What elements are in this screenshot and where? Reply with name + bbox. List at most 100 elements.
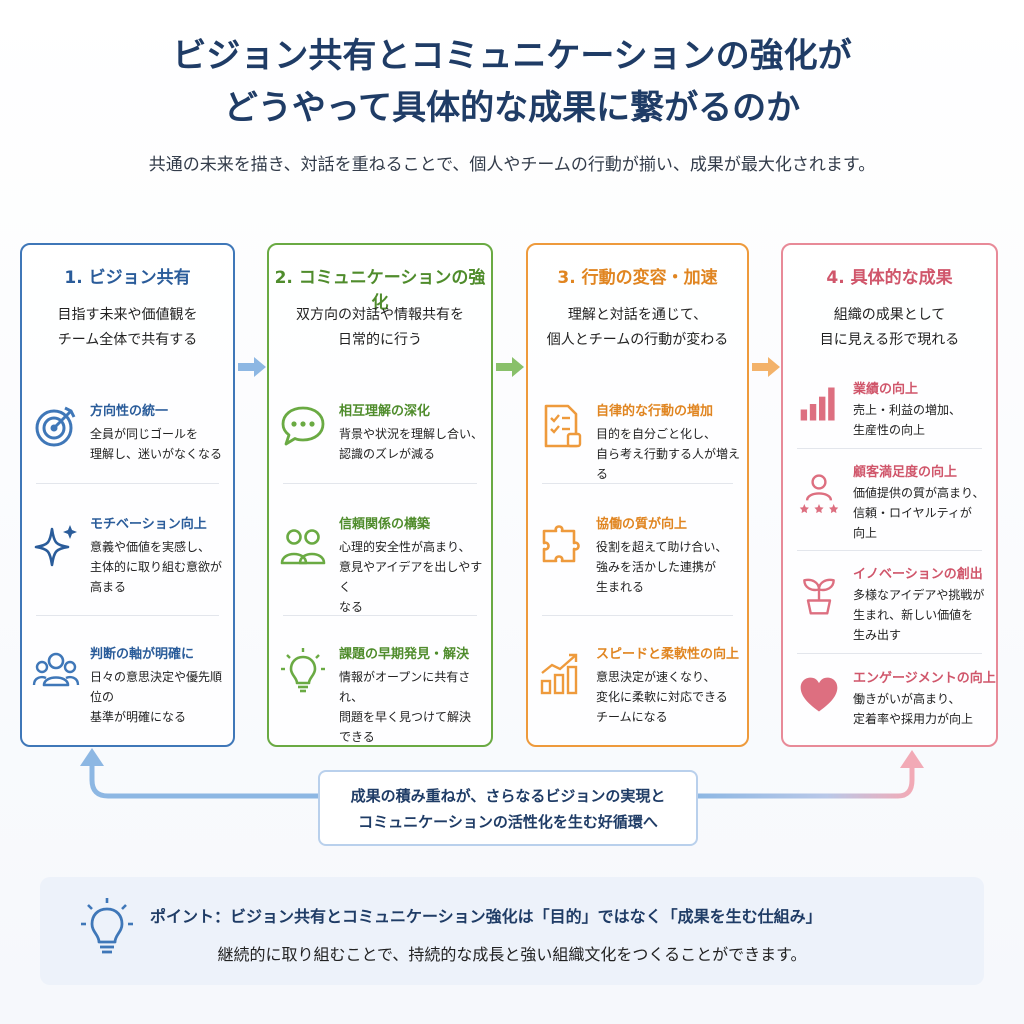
sparkle-icon [34,525,77,567]
item-body: 多様なアイデアや挑戦が 生まれ、新しい価値を 生み出す [853,585,984,645]
item-body-line: 生まれ、新しい価値を [853,608,974,622]
key-point-title: ポイント：ビジョン共有とコミュニケーション強化は「目的」ではなく「成果を生む仕組… [150,907,822,926]
item-title: イノベーションの創出 [853,567,983,582]
checklist-icon [544,404,582,448]
item-body-line: 多様なアイデアや挑戦が [853,588,985,602]
column-description-line: チーム全体で共有する [57,332,198,348]
column-behavior-change: 3. 行動の変容・加速 理解と対話を通じて、 個人とチームの行動が変わる 自律的… [526,243,749,747]
item-body-line: 背景や状況を理解し合い、 [339,427,484,441]
item-title: エンゲージメントの向上 [853,671,996,686]
virtuous-cycle-box: 成果の積み重ねが、さらなるビジョンの実現と コミュニケーションの活性化を生む好循… [318,770,698,846]
item-body-line: 信頼・ロイヤルティが [853,506,972,520]
item-body: 日々の意思決定や優先順位の 基準が明確になる [90,667,233,727]
sprout-icon [803,578,835,615]
item-body-line: 主体的に取り組む意欲が [90,560,223,574]
loop-text-line: コミュニケーションの活性化を生む好循環へ [358,813,658,831]
column-concrete-results: 4. 具体的な成果 組織の成果として 目に見える形で現れる 業績の向上 売上・利… [781,243,998,747]
item-body-line: 日々の意思決定や優先順位の [90,670,223,704]
bar-chart-icon [800,387,835,421]
divider [36,615,219,616]
item-title: 業績の向上 [853,382,919,397]
item-body: 目的を自分ごと化し、 自ら考え行動する人が増える [596,424,747,484]
item-body-line: 生み出す [853,628,902,642]
item-body: 背景や状況を理解し合い、 認識のズレが減る [339,424,483,464]
title-line-2: どうやって具体的な成果に繋がるのか [223,88,801,128]
item-body-line: 変化に柔軟に対応できる [596,690,728,704]
target-icon [35,406,76,447]
item-body-line: 意思決定が速くなり、 [596,670,716,684]
item-body-line: 生まれる [596,580,645,594]
column-description: 双方向の対話や情報共有を 日常的に行う [269,303,491,353]
key-point-body: 継続的に取り組むことで、持続的な成長と強い組織文化をつくることができます。 [217,945,807,964]
speech-bubble-icon [281,406,325,446]
item-body: 意義や価値を実感し、 主体的に取り組む意欲が 高まる [90,537,222,597]
item-body: 意思決定が速くなり、 変化に柔軟に対応できる チームになる [596,667,728,727]
item-body: 全員が同じゴールを 理解し、迷いがなくなる [90,424,222,464]
item-title: 信頼関係の構築 [339,517,431,532]
item-title: 自律的な行動の増加 [596,404,714,419]
item-body: 心理的安全性が高まり、 意見やアイデアを出しやすく なる [339,537,491,617]
column-description: 理解と対話を通じて、 個人とチームの行動が変わる [528,303,747,353]
arrow-right-icon [752,357,780,377]
item-body-line: できる [339,730,375,744]
column-title: 3. 行動の変容・加速 [557,268,718,288]
item-body-line: なる [339,600,364,614]
divider [797,448,982,449]
column-communication: 2. コミュニケーションの強化 双方向の対話や情報共有を 日常的に行う 相互理解… [267,243,493,747]
column-description-line: 双方向の対話や情報共有を [296,307,464,323]
item-title: 方向性の統一 [90,404,169,419]
divider [542,615,733,616]
column-description-line: 目指す未来や価値観を [57,307,198,323]
arrow-right-icon [238,357,266,377]
item-body-line: 働きがいが高まり、 [853,692,961,706]
item-body-line: 心理的安全性が高まり、 [339,540,471,554]
item-title: スピードと柔軟性の向上 [596,647,740,662]
title-line-1: ビジョン共有とコミュニケーションの強化が [172,36,852,76]
divider [36,483,219,484]
item-title: 課題の早期発見・解決 [339,647,470,662]
people-icon [280,529,326,565]
divider [283,615,477,616]
item-body: 働きがいが高まり、 定着率や採用力が向上 [853,689,973,729]
item-body-line: 高まる [90,580,127,594]
item-body: 価値提供の質が高まり、 信頼・ロイヤルティが 向上 [853,483,985,543]
item-body-line: 価値提供の質が高まり、 [853,486,985,500]
item-body-line: 向上 [853,526,878,540]
key-point-box: ポイント：ビジョン共有とコミュニケーション強化は「目的」ではなく「成果を生む仕組… [40,877,984,985]
column-description-line: 組織の成果として [833,307,946,323]
puzzle-icon [542,525,580,563]
item-body-line: 意見やアイデアを出しやすく [339,560,483,594]
item-body: 売上・利益の増加、 生産性の向上 [853,400,961,440]
item-body-line: 問題を早く見つけて解決 [339,710,472,724]
page-title: ビジョン共有とコミュニケーションの強化が どうやって具体的な成果に繋がるのか [0,30,1024,134]
item-body-line: チームになる [596,710,668,724]
item-title: 相互理解の深化 [339,404,431,419]
item-body: 役割を超えて助け合い、 強みを活かした連携が 生まれる [596,537,727,597]
column-title: 2. コミュニケーションの強化 [274,268,486,313]
lightbulb-icon [81,898,133,954]
item-body-line: 目的を自分ごと化し、 [596,427,717,441]
item-body-line: 生産性の向上 [853,423,926,437]
loop-text-line: 成果の積み重ねが、さらなるビジョンの実現と [350,787,666,805]
column-vision-sharing: 1. ビジョン共有 目指す未来や価値観を チーム全体で共有する 方向性の統一 全… [20,243,235,747]
item-title: 判断の軸が明確に [90,647,195,662]
column-title: 1. ビジョン共有 [64,268,191,288]
column-description-line: 日常的に行う [338,332,422,348]
item-body-line: 売上・利益の増加、 [853,403,962,417]
column-title: 4. 具体的な成果 [826,268,953,288]
item-title: 顧客満足度の向上 [853,465,958,480]
column-description-line: 個人とチームの行動が変わる [546,332,729,348]
item-body-line: 認識のズレが減る [339,447,436,461]
divider [797,653,982,654]
item-title: 協働の質が向上 [596,517,688,532]
column-description-line: 理解と対話を通じて、 [567,307,708,323]
column-description: 目指す未来や価値観を チーム全体で共有する [22,303,233,353]
item-body-line: 自ら考え行動する人が増える [596,447,741,481]
item-body-line: 意義や価値を実感し、 [90,540,211,554]
divider [542,483,733,484]
item-body-line: 情報がオープンに共有され、 [339,670,471,704]
divider [283,483,477,484]
lightbulb-icon [281,648,325,693]
column-description: 組織の成果として 目に見える形で現れる [783,303,996,353]
item-body: 情報がオープンに共有され、 問題を早く見つけて解決 できる [339,667,491,747]
